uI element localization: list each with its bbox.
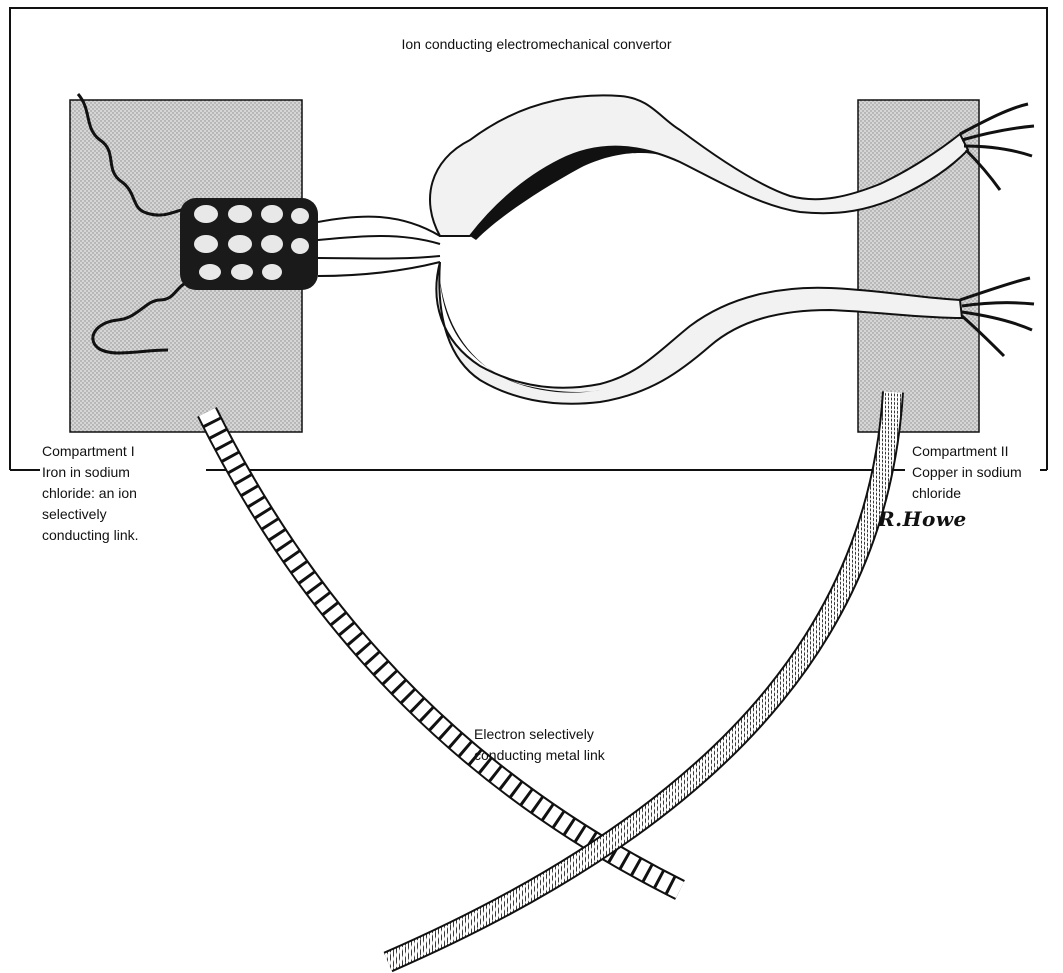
iron-link [207, 412, 680, 890]
compartment-2-line-3: chloride [912, 483, 1022, 504]
metal-link-line-1: Electron selectively [474, 724, 605, 745]
spine-block [180, 198, 318, 290]
compartment-1-line-4: selectively [42, 504, 139, 525]
sciatic-nerve-upper-2 [318, 236, 440, 244]
artist-signature: R.Howe [878, 507, 967, 531]
sciatic-nerve-upper [318, 217, 440, 236]
compartment-2-label: Compartment II Copper in sodium chloride [912, 441, 1022, 504]
sciatic-nerve-lower-2 [318, 262, 440, 276]
sciatic-nerve-lower [318, 256, 440, 259]
compartment-1-line-2: Iron in sodium [42, 462, 139, 483]
compartment-2-line-2: Copper in sodium [912, 462, 1022, 483]
compartment-2-line-1: Compartment II [912, 441, 1022, 462]
metal-link-label: Electron selectively conducting metal li… [474, 724, 605, 766]
compartment-1-line-1: Compartment I [42, 441, 139, 462]
compartment-1-line-3: chloride: an ion [42, 483, 139, 504]
compartment-1-line-5: conducting link. [42, 525, 139, 546]
diagram-title: Ion conducting electromechanical convert… [0, 34, 1063, 55]
iron-link-inner [207, 412, 680, 890]
compartment-1-label: Compartment I Iron in sodium chloride: a… [42, 441, 139, 546]
metal-link-line-2: conducting metal link [474, 745, 605, 766]
